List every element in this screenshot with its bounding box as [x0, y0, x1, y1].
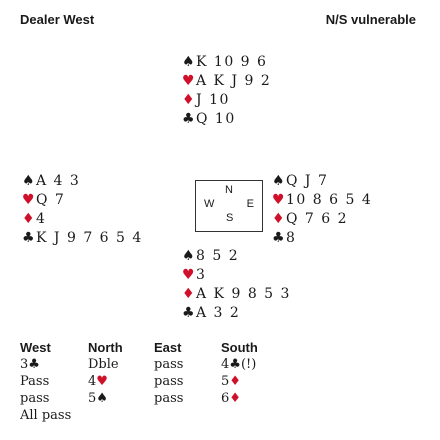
heart-icon: ♥	[22, 192, 35, 208]
heart-icon: ♥	[272, 192, 285, 208]
diamond-icon: ♦	[229, 391, 241, 406]
heart-icon: ♥	[182, 73, 195, 89]
spade-icon: ♠	[22, 173, 35, 189]
east-hearts: ♥10 8 6 5 4	[272, 192, 373, 208]
auction-header-south: South	[221, 340, 258, 355]
compass-box: N W E S	[195, 180, 263, 232]
club-icon: ♣	[28, 357, 40, 372]
dealer-label: Dealer West	[20, 12, 95, 27]
bid-south: 5♦	[221, 374, 241, 389]
bid-east: pass	[154, 374, 184, 389]
club-icon: ♣	[182, 305, 195, 321]
south-diamonds: ♦A K 9 8 5 3	[182, 286, 291, 302]
north-hand: ♠K 10 9 6 ♥A K J 9 2 ♦J 10 ♣Q 10	[182, 53, 271, 129]
spade-icon: ♠	[182, 248, 195, 264]
bid-north: Dble	[88, 357, 119, 372]
west-hearts: ♥Q 7	[22, 192, 66, 208]
club-icon: ♣	[22, 230, 35, 246]
heart-icon: ♥	[96, 374, 108, 389]
diamond-icon: ♦	[272, 211, 285, 227]
vulnerability-label: N/S vulnerable	[325, 12, 416, 27]
south-clubs: ♣A 3 2	[182, 305, 241, 321]
south-spades: ♠8 5 2	[182, 248, 240, 264]
west-clubs: ♣K J 9 7 6 5 4	[22, 230, 143, 246]
bid-south: 4♣(!)	[221, 357, 257, 372]
bid-west: pass	[20, 391, 50, 406]
bid-north: 4♥	[88, 374, 108, 389]
east-clubs: ♣8	[272, 230, 297, 246]
diamond-icon: ♦	[182, 286, 195, 302]
auction-row: 3♣ Dble pass 4♣(!)	[20, 356, 288, 373]
south-hand: ♠8 5 2 ♥3 ♦A K 9 8 5 3 ♣A 3 2	[182, 247, 291, 323]
bid-east: pass	[154, 357, 184, 372]
compass-north: N	[225, 184, 233, 196]
spade-icon: ♠	[96, 391, 108, 406]
north-clubs: ♣Q 10	[182, 111, 236, 127]
spade-icon: ♠	[272, 173, 285, 189]
auction-row: Pass 4♥ pass 5♦	[20, 373, 288, 390]
auction-header-west: West	[20, 340, 51, 355]
west-diamonds: ♦4	[22, 211, 47, 227]
north-diamonds: ♦J 10	[182, 92, 230, 108]
auction-final: All pass	[20, 408, 72, 423]
bid-west: Pass	[20, 374, 50, 389]
diamond-icon: ♦	[22, 211, 35, 227]
club-icon: ♣	[272, 230, 285, 246]
bid-west: 3♣	[20, 357, 40, 372]
compass-east: E	[246, 198, 254, 210]
bid-south: 6♦	[221, 391, 241, 406]
diamond-icon: ♦	[229, 374, 241, 389]
east-spades: ♠Q J 7	[272, 173, 329, 189]
club-icon: ♣	[229, 357, 241, 372]
south-hearts: ♥3	[182, 267, 207, 283]
bid-north: 5♠	[88, 391, 108, 406]
spade-icon: ♠	[182, 54, 195, 70]
east-diamonds: ♦Q 7 6 2	[272, 211, 349, 227]
bid-east: pass	[154, 391, 184, 406]
auction-header-north: North	[88, 340, 123, 355]
west-spades: ♠A 4 3	[22, 173, 81, 189]
north-spades: ♠K 10 9 6	[182, 54, 268, 70]
east-hand: ♠Q J 7 ♥10 8 6 5 4 ♦Q 7 6 2 ♣8	[272, 172, 372, 248]
north-hearts: ♥A K J 9 2	[182, 73, 272, 89]
compass-west: W	[204, 198, 215, 210]
auction-header-east: East	[154, 340, 182, 355]
compass-south: S	[226, 212, 234, 224]
auction-rows: 3♣ Dble pass 4♣(!) Pass 4♥ pass 5♦ pass 5♠ pass 6♦	[20, 356, 288, 407]
auction-header-row: West North East South	[20, 339, 288, 356]
club-icon: ♣	[182, 111, 195, 127]
auction-row: pass 5♠ pass 6♦	[20, 390, 288, 407]
diamond-icon: ♦	[182, 92, 195, 108]
heart-icon: ♥	[182, 267, 195, 283]
west-hand: ♠A 4 3 ♥Q 7 ♦4 ♣K J 9 7 6 5 4	[22, 172, 143, 248]
